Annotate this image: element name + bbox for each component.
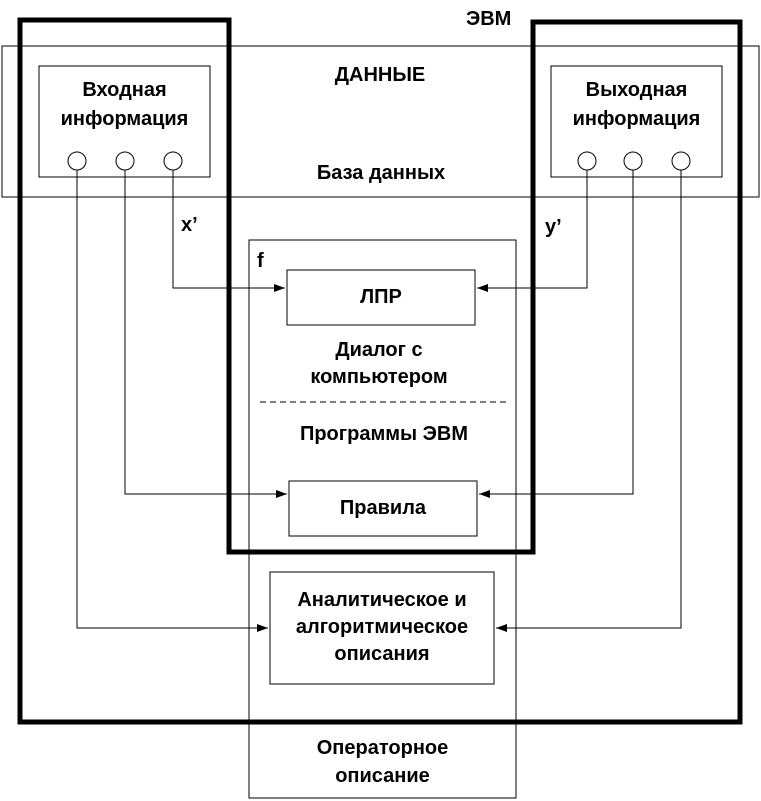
analytical-box xyxy=(269,571,495,685)
programs-label: Программы ЭВМ xyxy=(299,423,469,445)
output-connector xyxy=(623,151,643,171)
input-info-label: Входная информация xyxy=(60,79,189,130)
f-label: f xyxy=(257,250,264,272)
data-band xyxy=(1,45,760,198)
arrow-output-to-analytical xyxy=(496,170,682,632)
evm-outline xyxy=(17,17,743,725)
arrow-output-to-rules xyxy=(479,170,634,498)
arrow-input-to-lpr xyxy=(172,170,285,292)
y-prime-label: y’ xyxy=(545,216,562,238)
lpr-label: ЛПР xyxy=(360,286,402,308)
analytical-label: Аналитическое и алгоритмическое описания xyxy=(295,589,469,665)
x-prime-label: x’ xyxy=(181,214,198,236)
f-column xyxy=(248,239,517,799)
data-label: ДАННЫЕ xyxy=(334,64,426,86)
input-connector xyxy=(67,151,87,171)
operator-label: Операторное описание xyxy=(316,737,449,787)
input-connector xyxy=(115,151,135,171)
lpr-box xyxy=(286,269,476,326)
dialog-label: Диалог с компьютером xyxy=(310,339,448,388)
output-info-label: Выходная информация xyxy=(572,79,701,130)
rules-box xyxy=(288,480,478,537)
rules-label: Правила xyxy=(339,497,427,519)
output-connector xyxy=(577,151,597,171)
database-label: База данных xyxy=(316,162,446,184)
input-connector xyxy=(163,151,183,171)
output-connector xyxy=(671,151,691,171)
arrow-input-to-analytical xyxy=(76,170,268,632)
arrow-output-to-lpr xyxy=(477,170,588,292)
evm-label: ЭВМ xyxy=(466,8,512,30)
arrow-input-to-rules xyxy=(124,170,287,498)
